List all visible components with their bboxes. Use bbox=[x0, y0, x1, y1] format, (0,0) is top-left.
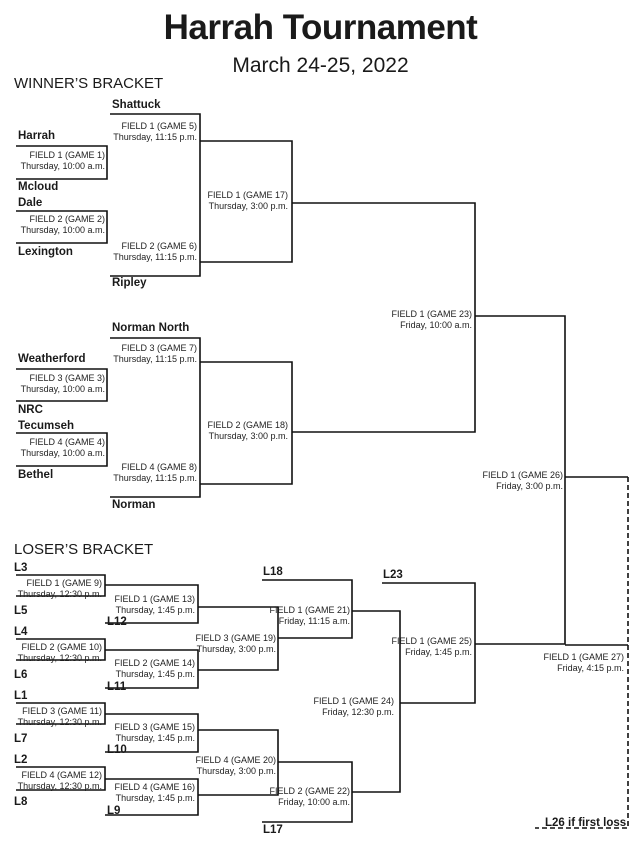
slot-l1: L1 bbox=[14, 690, 28, 702]
game-7-label: FIELD 3 (GAME 7)Thursday, 11:15 p.m. bbox=[113, 343, 197, 364]
if-first-loss-line bbox=[535, 477, 629, 829]
team-lexington: Lexington bbox=[18, 246, 73, 258]
slot-l5: L5 bbox=[14, 605, 28, 617]
game-8-label: FIELD 4 (GAME 8)Thursday, 11:15 p.m. bbox=[113, 462, 197, 483]
footnote-if-first-loss: L26 if first loss bbox=[545, 817, 627, 829]
slot-l7: L7 bbox=[14, 733, 28, 745]
team-tecumseh: Tecumseh bbox=[18, 420, 75, 432]
team-nrc: NRC bbox=[18, 404, 43, 416]
game-14-label: FIELD 2 (GAME 14)Thursday, 1:45 p.m. bbox=[114, 658, 195, 679]
game-10-label: FIELD 2 (GAME 10)Thursday, 12:30 p.m. bbox=[17, 642, 102, 663]
game-6-label: FIELD 2 (GAME 6)Thursday, 11:15 p.m. bbox=[113, 241, 197, 262]
game-21-label: FIELD 1 (GAME 21)Friday, 11:15 a.m. bbox=[269, 605, 350, 626]
game-27-label: FIELD 1 (GAME 27)Friday, 4:15 p.m. bbox=[543, 652, 624, 673]
team-norman-north: Norman North bbox=[112, 322, 190, 334]
page-subtitle: March 24-25, 2022 bbox=[232, 54, 409, 77]
team-weatherford: Weatherford bbox=[18, 353, 86, 365]
game-15-label: FIELD 3 (GAME 15)Thursday, 1:45 p.m. bbox=[114, 722, 195, 743]
team-bethel: Bethel bbox=[18, 469, 54, 481]
game-19-label: FIELD 3 (GAME 19)Thursday, 3:00 p.m. bbox=[195, 633, 276, 654]
game-18-label: FIELD 2 (GAME 18)Thursday, 3:00 p.m. bbox=[207, 420, 288, 441]
slot-l18: L18 bbox=[263, 566, 283, 578]
slot-l2: L2 bbox=[14, 754, 28, 766]
slot-l3: L3 bbox=[14, 562, 28, 574]
game-17-label: FIELD 1 (GAME 17)Thursday, 3:00 p.m. bbox=[207, 190, 288, 211]
slot-l4: L4 bbox=[14, 626, 28, 638]
page-title: Harrah Tournament bbox=[163, 8, 478, 47]
game-2-label: FIELD 2 (GAME 2)Thursday, 10:00 a.m. bbox=[20, 214, 105, 235]
team-norman: Norman bbox=[112, 499, 156, 511]
team-ripley: Ripley bbox=[112, 277, 147, 289]
slot-l11: L11 bbox=[107, 681, 127, 693]
team-shattuck: Shattuck bbox=[112, 99, 161, 111]
game-16-label: FIELD 4 (GAME 16)Thursday, 1:45 p.m. bbox=[114, 782, 195, 803]
game-5-label: FIELD 1 (GAME 5)Thursday, 11:15 p.m. bbox=[113, 121, 197, 142]
team-dale: Dale bbox=[18, 197, 43, 209]
game-9-label: FIELD 1 (GAME 9)Thursday, 12:30 p.m. bbox=[17, 578, 102, 599]
game-26-label: FIELD 1 (GAME 26)Friday, 3:00 p.m. bbox=[482, 470, 563, 491]
slot-l12: L12 bbox=[107, 616, 127, 628]
slot-l10: L10 bbox=[107, 744, 127, 756]
slot-l23: L23 bbox=[383, 569, 403, 581]
slot-l6: L6 bbox=[14, 669, 28, 681]
slot-l17: L17 bbox=[263, 824, 283, 836]
game-25-label: FIELD 1 (GAME 25)Friday, 1:45 p.m. bbox=[391, 636, 472, 657]
game-4-label: FIELD 4 (GAME 4)Thursday, 10:00 a.m. bbox=[20, 437, 105, 458]
game-20-label: FIELD 4 (GAME 20)Thursday, 3:00 p.m. bbox=[195, 755, 276, 776]
team-mcloud: Mcloud bbox=[18, 181, 59, 193]
slot-l9: L9 bbox=[107, 805, 121, 817]
game-24-label: FIELD 1 (GAME 24)Friday, 12:30 p.m. bbox=[313, 696, 394, 717]
slot-l8: L8 bbox=[14, 796, 28, 808]
game-1-label: FIELD 1 (GAME 1)Thursday, 10:00 a.m. bbox=[20, 150, 105, 171]
game-3-label: FIELD 3 (GAME 3)Thursday, 10:00 a.m. bbox=[20, 373, 105, 394]
losers-bracket-heading: LOSER’S BRACKET bbox=[14, 541, 154, 558]
game-13-label: FIELD 1 (GAME 13)Thursday, 1:45 p.m. bbox=[114, 594, 195, 615]
game-22-label: FIELD 2 (GAME 22)Friday, 10:00 a.m. bbox=[269, 786, 350, 807]
winners-bracket-heading: WINNER’S BRACKET bbox=[14, 75, 164, 92]
game-12-label: FIELD 4 (GAME 12)Thursday, 12:30 p.m. bbox=[17, 770, 102, 791]
team-harrah: Harrah bbox=[18, 130, 56, 142]
game-11-label: FIELD 3 (GAME 11)Thursday, 12:30 p.m. bbox=[17, 706, 102, 727]
game-23-label: FIELD 1 (GAME 23)Friday, 10:00 a.m. bbox=[391, 309, 472, 330]
